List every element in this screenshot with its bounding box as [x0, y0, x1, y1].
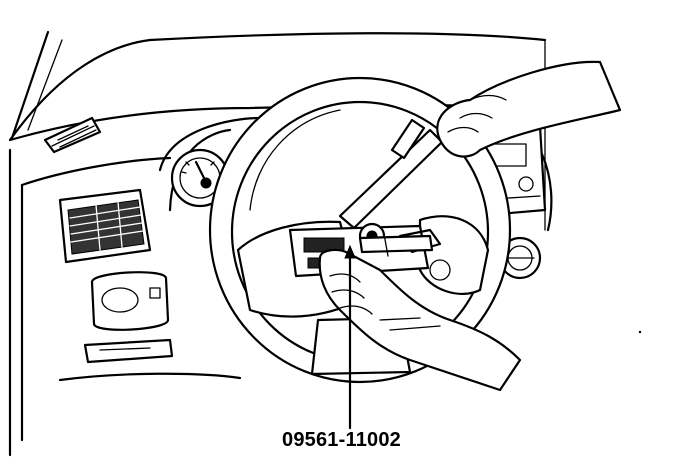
- windshield-frame: [8, 30, 547, 142]
- lower-dash-panel: [58, 338, 242, 382]
- left-air-vent: [58, 188, 152, 264]
- leader-line: [344, 244, 356, 430]
- tool-part-number-label: 09561-11002: [282, 429, 401, 451]
- dot-mark: [638, 330, 642, 334]
- defroster-vent: [43, 116, 102, 154]
- upper-hand: [436, 60, 622, 158]
- lower-hand: [318, 248, 522, 392]
- headlight-switch: [90, 271, 170, 331]
